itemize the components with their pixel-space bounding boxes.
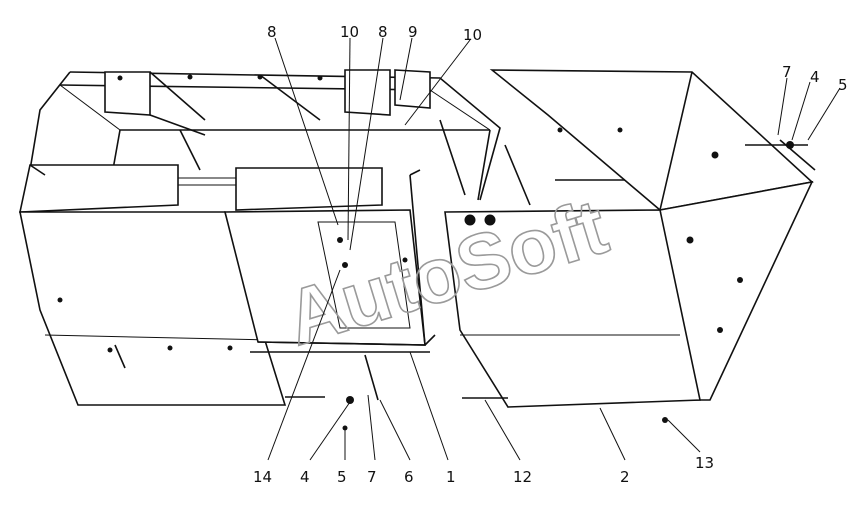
left-frame-assembly xyxy=(19,69,531,431)
front-panel-right xyxy=(444,209,701,408)
top-bracket-left xyxy=(104,71,151,116)
callout-4-bottom: 4 xyxy=(300,468,310,486)
rod-lower-left xyxy=(114,344,126,369)
shelf-box-center xyxy=(235,167,383,211)
panel-cutout xyxy=(317,221,411,329)
rod-upper-mid xyxy=(439,119,466,196)
top-bracket-far xyxy=(394,69,431,109)
frame-top-rail xyxy=(69,71,501,201)
callout-14: 14 xyxy=(253,468,272,486)
callout-12: 12 xyxy=(513,468,532,486)
rod-upper-left xyxy=(179,129,201,171)
shelf-box-left xyxy=(19,164,179,213)
callout-5-right: 5 xyxy=(838,76,848,94)
callout-8-top-right: 8 xyxy=(378,23,388,41)
rod-lower xyxy=(364,354,379,401)
callout-5-bottom: 5 xyxy=(337,468,347,486)
frame-top-back xyxy=(29,71,71,171)
right-box-assembly xyxy=(444,69,816,423)
callout-4-right: 4 xyxy=(810,68,820,86)
callout-10-top-left: 10 xyxy=(340,23,359,41)
callout-13: 13 xyxy=(695,454,714,472)
callout-7-right: 7 xyxy=(782,63,792,81)
top-bracket-right xyxy=(344,69,391,116)
callout-2: 2 xyxy=(620,468,630,486)
callout-8-top-left: 8 xyxy=(267,23,277,41)
rod-upper-right xyxy=(504,144,531,206)
top-panel-right xyxy=(489,69,814,211)
leader-lines xyxy=(267,37,841,461)
callout-7-bottom: 7 xyxy=(367,468,377,486)
callout-6: 6 xyxy=(404,468,414,486)
callout-9: 9 xyxy=(408,23,418,41)
callout-1: 1 xyxy=(446,468,456,486)
callout-labels: 8 10 8 9 10 7 4 5 14 4 5 7 6 1 12 2 13 xyxy=(253,23,848,486)
callout-10-top-right: 10 xyxy=(463,26,482,44)
